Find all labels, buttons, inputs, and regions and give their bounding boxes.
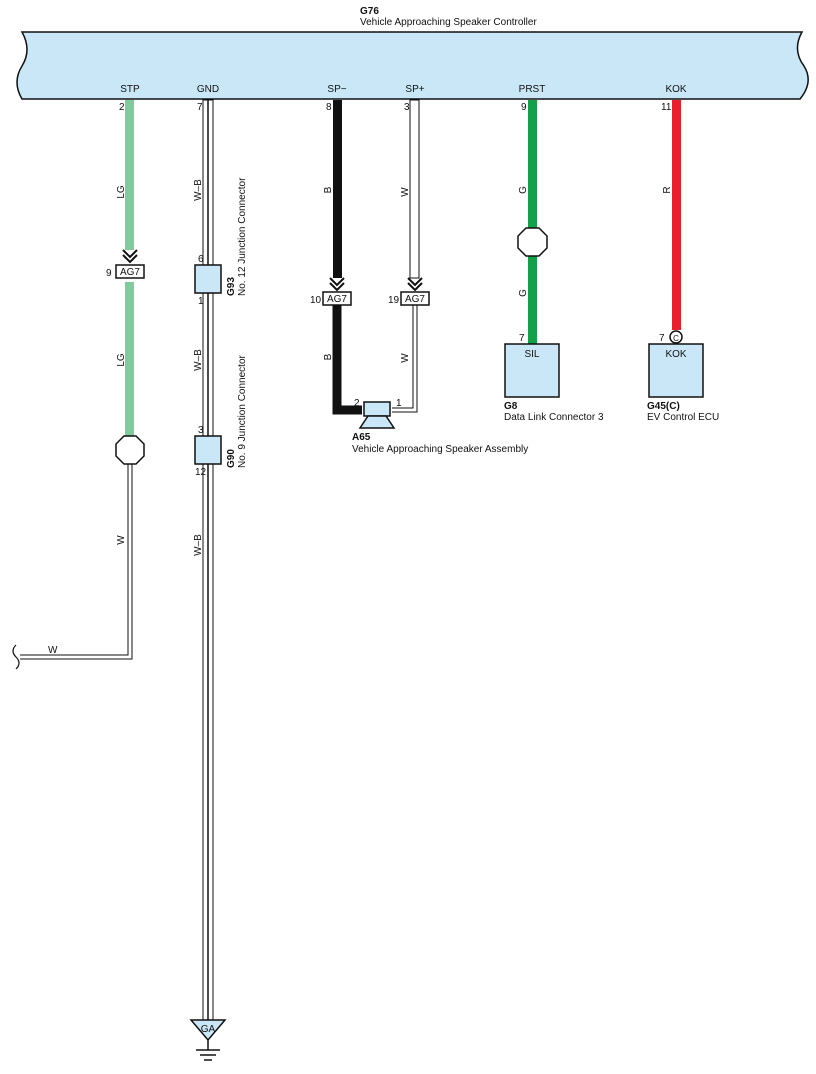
junction-g90-code: G90	[226, 449, 237, 468]
pin-num-spp: 3	[404, 102, 410, 113]
junction-g93-code: G93	[226, 277, 237, 296]
ground-label: GA	[201, 1024, 216, 1035]
ecu-connector-circle	[669, 330, 683, 344]
ground-symbol	[189, 1019, 227, 1061]
splice-prst	[517, 227, 548, 257]
wire-label-stp-lower: W	[116, 535, 127, 545]
wire-label-prst-upper: G	[518, 186, 529, 194]
inline-stp-pin: 9	[106, 268, 112, 279]
inline-stp-label: AG7	[120, 267, 140, 278]
junction-g93-name: No. 12 Junction Connector	[237, 177, 248, 296]
wire-label-gnd-3: W–B	[193, 534, 204, 556]
pin-num-kok: 11	[661, 102, 672, 113]
splice-stp	[115, 435, 145, 465]
dlc-name: Data Link Connector 3	[504, 412, 604, 423]
speaker-pin-right: 1	[396, 398, 402, 409]
ecu-pin: 7	[659, 333, 665, 344]
pin-name-gnd: GND	[197, 84, 219, 95]
controller-name: Vehicle Approaching Speaker Controller	[360, 17, 537, 28]
pin-num-gnd: 7	[197, 102, 203, 113]
wire-gnd	[202, 99, 214, 1021]
wire-label-kok: R	[662, 186, 673, 193]
controller-code: G76	[360, 6, 379, 17]
ecu-name: EV Control ECU	[647, 412, 719, 423]
wire-prst	[528, 100, 537, 344]
junction-g90-pin-bottom: 12	[195, 467, 207, 478]
wire-spm	[322, 100, 362, 415]
pin-name-spp: SP+	[405, 84, 424, 95]
wire-label-gnd-2: W–B	[193, 349, 204, 371]
dlc-terminal: SIL	[524, 349, 539, 360]
speaker-code: A65	[352, 432, 371, 443]
junction-g93-pin-bottom: 1	[198, 296, 204, 307]
pin-num-stp: 2	[119, 102, 125, 113]
wire-label-spp-lower: W	[400, 353, 411, 363]
pin-name-prst: PRST	[519, 84, 546, 95]
wire-spp	[392, 99, 430, 413]
inline-spm-label: AG7	[327, 294, 347, 305]
speaker-name: Vehicle Approaching Speaker Assembly	[352, 444, 528, 455]
wire-label-stp-horizontal: W	[48, 645, 58, 656]
inline-connector-stp	[115, 249, 145, 279]
pin-name-spm: SP−	[327, 84, 346, 95]
inline-spm-pin: 10	[310, 295, 322, 306]
pin-name-stp: STP	[120, 84, 140, 95]
pin-num-spm: 8	[326, 102, 332, 113]
speaker-pin-left: 2	[354, 398, 360, 409]
junction-g90	[194, 435, 222, 465]
wire-label-spm-lower: B	[323, 353, 334, 360]
ecu-terminal: KOK	[665, 349, 686, 360]
pin-name-kok: KOK	[665, 84, 686, 95]
dlc-pin: 7	[519, 333, 525, 344]
wire-label-spp-upper: W	[400, 187, 411, 197]
inline-spp-label: AG7	[405, 294, 425, 305]
wire-label-stp-upper: LG	[116, 185, 127, 199]
wire-stp	[12, 100, 134, 670]
wire-label-spm-upper: B	[323, 186, 334, 193]
wire-kok	[672, 100, 681, 330]
junction-g93-pin-top: 6	[198, 254, 204, 265]
junction-g90-pin-top: 3	[198, 425, 204, 436]
wire-label-stp-mid: LG	[116, 353, 127, 367]
controller-body	[16, 31, 809, 100]
wire-label-prst-lower: G	[518, 289, 529, 297]
speaker-symbol	[358, 401, 396, 429]
inline-spp-pin: 19	[388, 295, 400, 306]
dlc-code: G8	[504, 401, 518, 412]
junction-g90-name: No. 9 Junction Connector	[237, 354, 248, 468]
ecu-box	[648, 343, 704, 398]
ecu-connector-letter: C	[673, 334, 679, 343]
junction-g93	[194, 264, 222, 294]
dlc-box	[504, 343, 560, 398]
pin-num-prst: 9	[521, 102, 527, 113]
ecu-code: G45(C)	[647, 401, 680, 412]
wire-label-gnd-1: W–B	[193, 179, 204, 201]
